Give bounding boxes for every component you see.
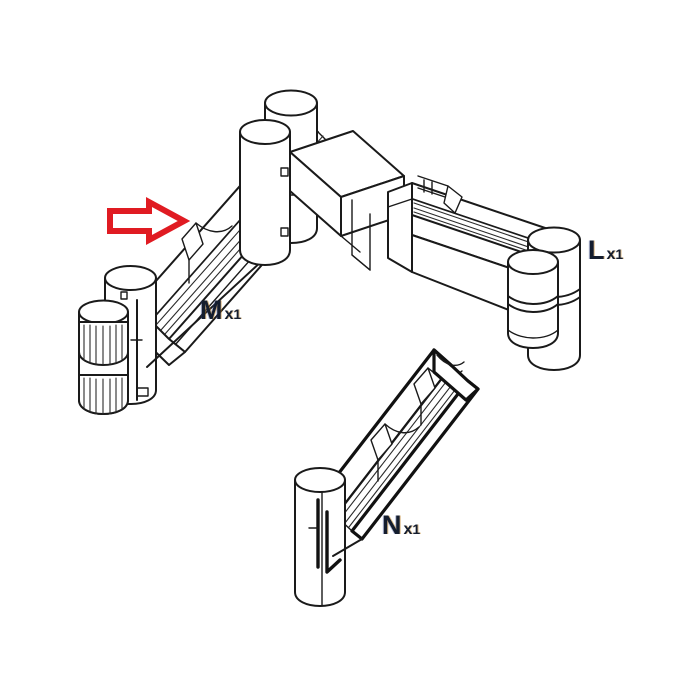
part-m-collar-lower-knurl: [83, 377, 123, 415]
center-box-beam-group: [289, 130, 405, 271]
box-beam-lower-guide: [340, 235, 361, 253]
red-callout-arrow: [107, 196, 191, 246]
part-m-cradle-1: [195, 222, 233, 233]
part-l-post-front-band-1: [507, 295, 559, 305]
part-label-l-letter: L: [588, 235, 605, 265]
part-l-end-block-seam: [387, 198, 413, 208]
part-n-post-bracket-lower: [325, 510, 342, 574]
part-l-post-rear-top: [527, 226, 581, 254]
part-n-divider-2: [413, 367, 436, 405]
part-m-toppost-rear-top: [264, 89, 318, 117]
part-label-m-letter: M: [200, 295, 223, 325]
part-m-divider-1: [181, 222, 204, 261]
part-l-group: [387, 175, 581, 371]
part-m-post-rear-top: [104, 265, 157, 291]
part-m-post-rear-notch: [120, 291, 128, 300]
part-m-collar-upper-knurl: [83, 324, 123, 366]
part-n-floor-rib-3: [348, 376, 466, 528]
part-l-end-block: [387, 182, 413, 273]
part-m-post-bracket-foot: [136, 387, 149, 397]
part-n-cradle-1: [384, 423, 420, 434]
part-n-group: [294, 348, 480, 607]
box-beam-joint-plate-edge: [351, 254, 371, 271]
part-l-post-front-band-2: [507, 303, 559, 313]
part-n-divider-1: [370, 423, 393, 461]
part-m-post-front-top: [78, 299, 129, 325]
red-arrow-shape: [107, 196, 191, 246]
part-label-l-quantity: x1: [607, 246, 624, 263]
part-l-post-front-top: [507, 249, 559, 275]
part-m-toppost-front-body: [239, 131, 291, 266]
part-m-toppost-front-top: [239, 119, 291, 145]
part-label-n-letter: N: [382, 510, 402, 540]
part-n-floor-rib-2: [344, 372, 462, 524]
part-n-floor-rib-1: [339, 368, 457, 520]
part-label-m-quantity: x1: [225, 306, 242, 323]
part-label-n-quantity: x1: [404, 521, 421, 538]
part-label-n-quantity-prefix: x: [403, 521, 413, 538]
part-label-m-quantity-number: 1: [233, 306, 242, 322]
part-label-m-quantity-prefix: x: [224, 306, 234, 323]
box-beam-underside: [289, 190, 342, 237]
part-m-group: [78, 89, 353, 415]
part-n-post-body: [294, 479, 346, 607]
part-label-l-quantity-prefix: x: [606, 246, 616, 263]
part-n-endcap-scallop: [436, 354, 465, 367]
part-m-toppost-notch-b: [280, 227, 289, 237]
part-label-l-quantity-number: 1: [615, 246, 624, 262]
part-l-end-wedge: [443, 185, 463, 214]
part-n-lower-guideline: [332, 538, 363, 557]
part-label-n-quantity-number: 1: [412, 521, 421, 537]
part-l-post-front-band-3: [507, 329, 559, 339]
part-n-post-top: [294, 467, 346, 493]
part-m-toppost-notch-a: [280, 167, 289, 177]
